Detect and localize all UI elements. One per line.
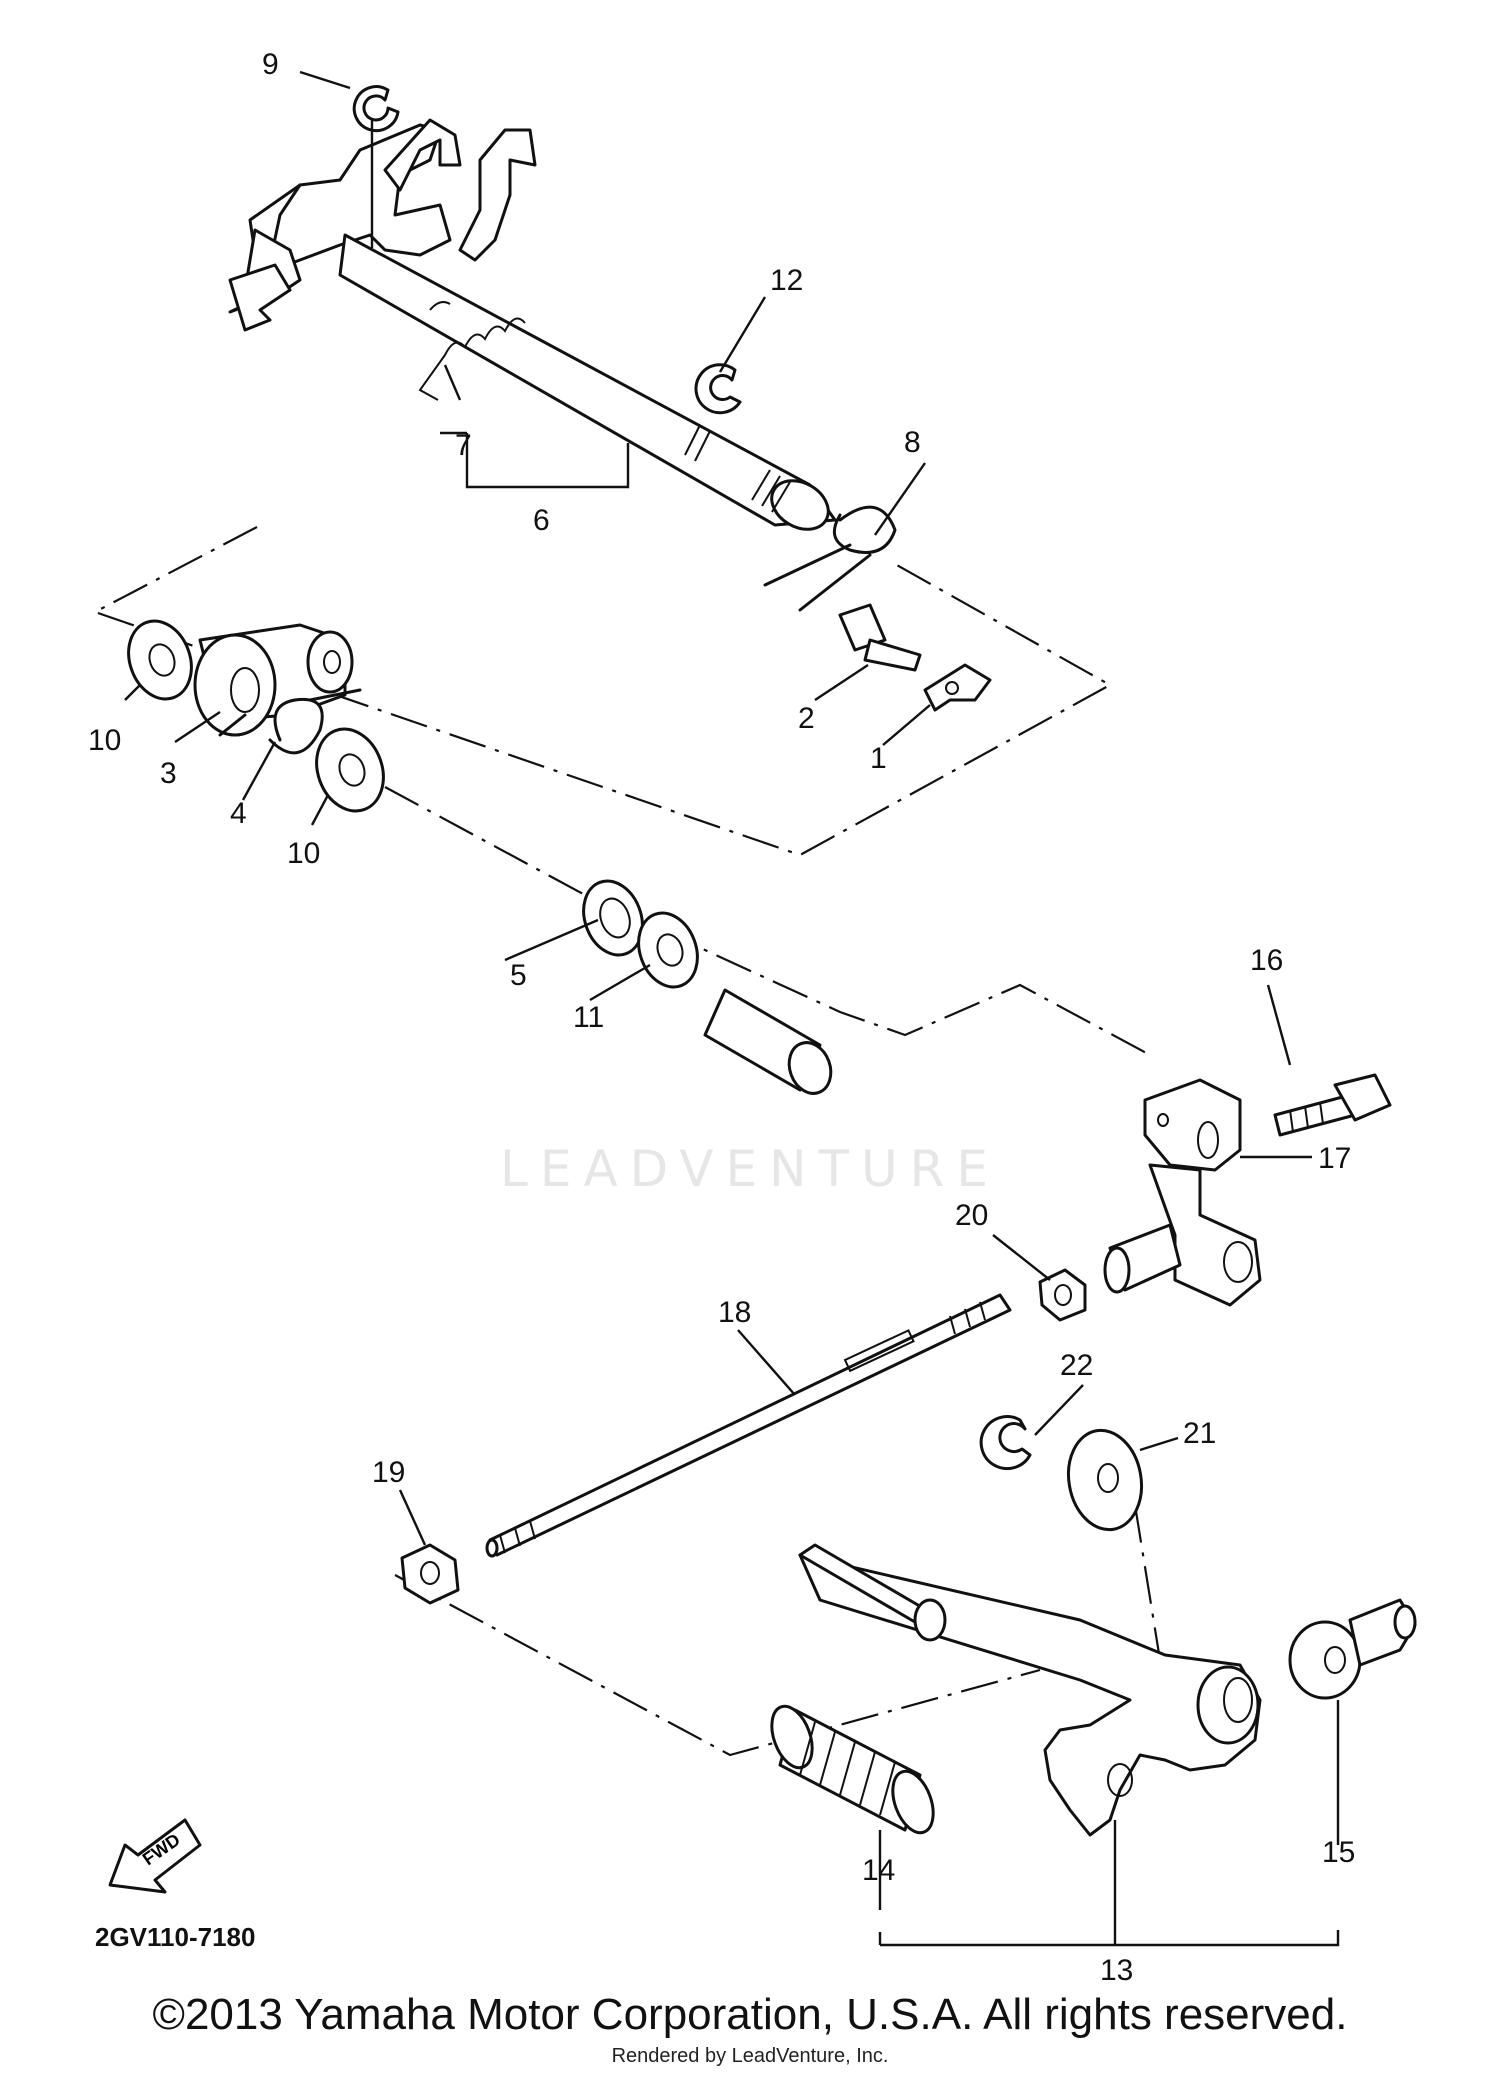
nut-19 — [400, 1543, 460, 1605]
shaft-splines — [684, 424, 791, 513]
callout-7: 7 — [455, 429, 472, 462]
oil-seal-5 — [582, 879, 644, 957]
nut-20 — [1038, 1268, 1087, 1322]
leader-lines — [124, 70, 1340, 1947]
washer-10b — [315, 727, 385, 813]
callouts: 1 2 3 4 5 6 7 8 9 10 10 11 12 13 14 15 1… — [88, 48, 1355, 1987]
callout-15: 15 — [1322, 1836, 1355, 1869]
callout-16: 16 — [1250, 944, 1283, 977]
shift-rod-18 — [485, 1293, 1012, 1558]
stopper-lever-3 — [193, 623, 354, 737]
circlip-22 — [979, 1415, 1032, 1471]
callout-18: 18 — [718, 1296, 751, 1329]
callout-10a: 10 — [88, 724, 121, 757]
fwd-arrow-icon: FWD — [108, 1818, 202, 1894]
shift-shaft-assembly — [228, 118, 837, 531]
callout-3: 3 — [160, 757, 177, 790]
shift-arm-17 — [1103, 1078, 1262, 1307]
guide-line-upper — [92, 526, 1113, 857]
callout-4: 4 — [230, 797, 247, 830]
return-spring-7 — [418, 301, 526, 401]
rendered-by-note: Rendered by LeadVenture, Inc. — [611, 2045, 889, 2067]
callout-14: 14 — [862, 1854, 895, 1887]
circlip-12 — [694, 363, 742, 415]
guide-line-shaft — [384, 786, 1151, 1056]
callout-2: 2 — [798, 702, 815, 735]
shift-pedal-13 — [798, 1543, 1262, 1837]
callout-10b: 10 — [287, 837, 320, 870]
washer-10a — [127, 619, 193, 701]
bolt-2 — [838, 603, 922, 672]
callout-11: 11 — [573, 1001, 604, 1034]
callout-9: 9 — [262, 48, 279, 81]
stopper-spring-4 — [218, 688, 362, 755]
callout-8: 8 — [904, 426, 921, 459]
callout-19: 19 — [372, 1456, 405, 1489]
washer-11 — [637, 911, 699, 989]
rod-joint-15 — [1288, 1598, 1417, 1700]
copyright-footer: ©2013 Yamaha Motor Corporation, U.S.A. A… — [152, 1990, 1348, 2039]
bolt-16 — [1273, 1073, 1392, 1137]
pedal-rubber-14 — [770, 1704, 935, 1835]
callout-13: 13 — [1100, 1954, 1133, 1987]
circlip-9 — [352, 85, 400, 133]
callout-20: 20 — [955, 1199, 988, 1232]
leadventure-watermark: LEADVENTURE — [500, 1140, 1000, 1198]
callout-6: 6 — [533, 504, 550, 537]
callout-1: 1 — [870, 742, 887, 775]
guide-line-lower — [394, 1574, 1041, 1757]
callout-21: 21 — [1183, 1417, 1216, 1450]
guide-line-21 — [1133, 1504, 1162, 1661]
washer-21 — [1066, 1428, 1144, 1532]
callout-17: 17 — [1318, 1142, 1351, 1175]
torsion-spring-8 — [763, 505, 897, 612]
callout-12: 12 — [770, 264, 803, 297]
callout-5: 5 — [510, 959, 527, 992]
callout-22: 22 — [1060, 1349, 1093, 1382]
diagram-code: 2GV110-7180 — [95, 1922, 256, 1952]
collar — [703, 988, 833, 1095]
